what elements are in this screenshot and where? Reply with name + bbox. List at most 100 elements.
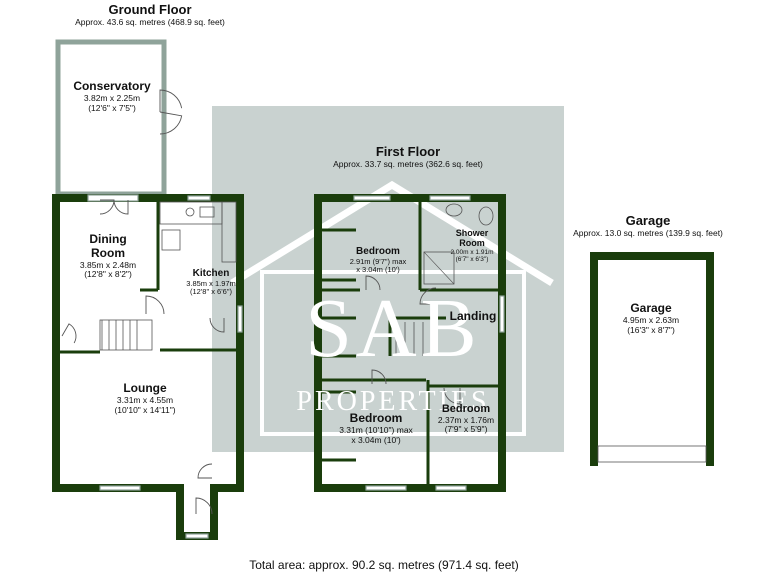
door-swing <box>159 89 183 112</box>
first-floor-title: First Floor <box>375 144 441 159</box>
window <box>365 485 407 491</box>
room-dims-imperial: x 3.04m (10') <box>351 434 401 445</box>
garage-wall-left <box>590 252 598 466</box>
room-dims: 3.82m x 2.25m <box>83 92 141 103</box>
room-dims: 3.85m x 2.48m <box>79 259 137 270</box>
hob <box>161 229 181 251</box>
room-dims: 4.95m x 2.63m <box>622 314 680 325</box>
sink <box>185 207 195 217</box>
room-label-bedroom-3: Bedroom 2.37m x 1.76m (7'9" x 5'9") <box>430 403 502 435</box>
room-name-line1: Shower <box>455 228 489 238</box>
window <box>187 195 211 201</box>
conservatory-frame-inner <box>61 45 161 191</box>
shower-tray-diag <box>423 251 455 285</box>
room-label-garage: Garage 4.95m x 2.63m (16'3" x 8'7") <box>606 301 696 335</box>
porch-wall-left <box>176 484 184 540</box>
watermark-logo-text: SAB <box>305 282 481 375</box>
door-swing <box>195 497 213 515</box>
room-dims-imperial: (10'10" x 14'11") <box>114 404 176 415</box>
worktop-side <box>221 201 237 263</box>
room-dims: 3.31m x 4.55m <box>116 394 174 405</box>
room-name-line2: Room <box>91 245 125 260</box>
basin <box>445 203 463 217</box>
ground-wall-right <box>236 194 244 492</box>
room-dims-imperial: x 3.04m (10') <box>356 265 400 275</box>
window <box>237 305 243 333</box>
conservatory-frame <box>55 39 167 197</box>
room-dims: 2.37m x 1.76m <box>437 414 495 425</box>
garage-title: Garage <box>625 213 671 228</box>
window <box>99 485 141 491</box>
room-dims: 2.00m x 1.91m <box>450 248 494 256</box>
room-name: Garage <box>630 301 672 315</box>
room-dims-imperial: (16'3" x 8'7") <box>627 324 675 335</box>
room-label-dining-room: Dining Room 3.85m x 2.48m (12'8" x 8'2") <box>60 232 156 280</box>
window <box>353 195 391 201</box>
first-wall-left <box>314 194 322 492</box>
room-dims-imperial: (12'8" x 8'2") <box>84 269 132 280</box>
door-swing <box>443 387 461 405</box>
first-wall-top <box>314 194 506 202</box>
room-label-bedroom-1: Bedroom 2.91m (9'7") max x 3.04m (10') <box>336 246 420 275</box>
room-name: Conservatory <box>73 79 151 93</box>
ground-floor-heading: Ground Floor Approx. 43.6 sq. metres (46… <box>60 2 240 27</box>
door-swing <box>371 369 387 385</box>
window <box>185 533 209 539</box>
door-swing <box>99 199 115 215</box>
room-label-shower-room: Shower Room 2.00m x 1.91m (6'7" x 6'3") <box>436 228 508 264</box>
garage-area: Approx. 13.0 sq. metres (139.9 sq. feet) <box>573 228 723 238</box>
drainer <box>199 206 215 218</box>
door-swing <box>159 111 183 135</box>
garage-door <box>597 445 707 463</box>
garage-wall-top <box>590 252 714 260</box>
toilet <box>478 206 494 226</box>
door-swing <box>197 463 213 479</box>
room-dims: 3.85m x 1.97m <box>186 278 236 288</box>
first-floor-heading: First Floor Approx. 33.7 sq. metres (362… <box>318 144 498 169</box>
room-label-kitchen: Kitchen 3.85m x 1.97m (12'8" x 6'6") <box>176 268 246 297</box>
room-dims: 2.91m (9'7") max <box>349 256 407 266</box>
watermark-house <box>260 270 526 436</box>
garage-wall-right <box>706 252 714 466</box>
ground-floor-area: Approx. 43.6 sq. metres (468.9 sq. feet) <box>75 17 225 27</box>
window <box>429 195 471 201</box>
door-swing <box>419 287 437 305</box>
porch-wall-right <box>210 484 218 540</box>
room-name-line1: Dining <box>89 232 127 246</box>
door-swing <box>365 275 381 291</box>
ground-floor-title: Ground Floor <box>108 2 192 17</box>
room-dims: 3.31m (10'10") max <box>339 424 413 435</box>
room-dims-imperial: (6'7" x 6'3") <box>455 256 489 264</box>
first-floor-area: Approx. 33.7 sq. metres (362.6 sq. feet) <box>333 159 483 169</box>
ground-wall-bottom-right <box>214 484 244 492</box>
door-swing <box>145 295 165 315</box>
staircase <box>99 319 153 351</box>
door-swing <box>61 323 77 344</box>
garage-heading: Garage Approx. 13.0 sq. metres (139.9 sq… <box>556 213 740 238</box>
first-wall-bottom <box>314 484 506 492</box>
room-name: Lounge <box>123 381 167 395</box>
room-label-conservatory: Conservatory 3.82m x 2.25m (12'6" x 7'5"… <box>64 79 160 113</box>
window <box>435 485 467 491</box>
watermark-subtext: PROPERTIES <box>296 386 490 417</box>
room-dims-imperial: (12'6" x 7'5") <box>88 102 136 113</box>
shower-tray <box>423 251 455 285</box>
room-name-line2: Room <box>459 238 485 249</box>
room-label-bedroom-2: Bedroom 3.31m (10'10") max x 3.04m (10') <box>328 411 424 445</box>
total-area: Total area: approx. 90.2 sq. metres (971… <box>249 558 519 572</box>
room-name: Bedroom <box>349 411 403 425</box>
door-swing <box>209 317 225 333</box>
room-dims-imperial: (7'9" x 5'9") <box>444 424 488 435</box>
window <box>499 295 505 333</box>
room-name: Kitchen <box>192 268 230 279</box>
room-dims-imperial: (12'8" x 6'6") <box>190 287 232 297</box>
door-swing <box>113 199 129 215</box>
room-name: Bedroom <box>441 403 491 415</box>
window <box>87 194 139 202</box>
first-wall-right <box>498 194 506 492</box>
room-name: Bedroom <box>356 246 400 257</box>
ground-wall-left <box>52 194 60 492</box>
room-label-landing: Landing <box>444 309 502 324</box>
room-label-lounge: Lounge 3.31m x 4.55m (10'10" x 14'11") <box>90 381 200 415</box>
